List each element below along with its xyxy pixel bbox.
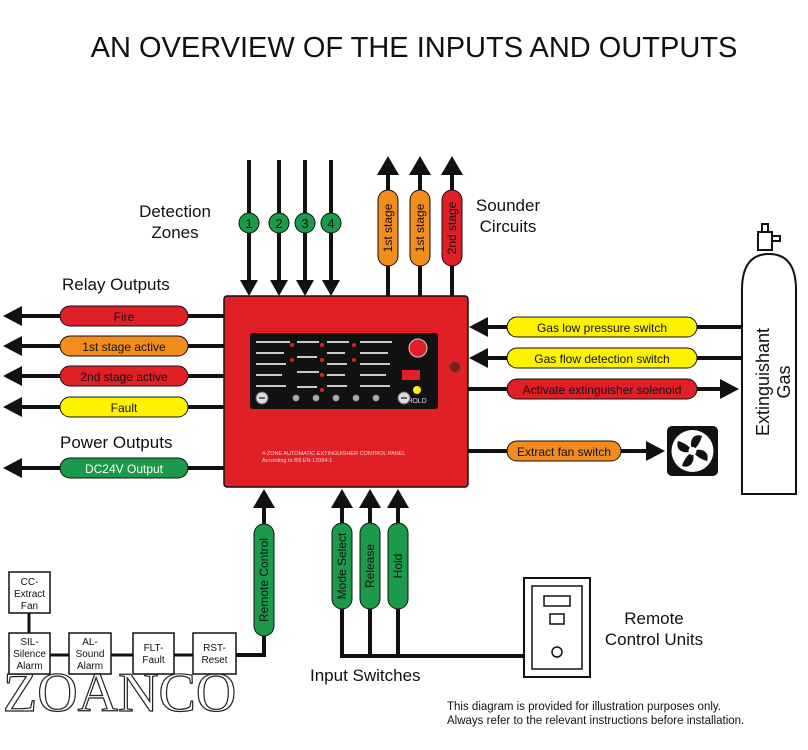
zone-1-label: 1	[245, 216, 252, 231]
panel-key-switch-right	[397, 391, 411, 405]
release-label: Release	[363, 544, 377, 588]
solenoid-pill: Activate extinguisher solenoid	[506, 378, 698, 400]
detection-zones-label: Detection	[139, 202, 211, 221]
sounder-3-pill: 2nd stage	[441, 189, 463, 267]
panel-caption: 4-ZONE AUTOMATIC EXTINGUISHER CONTROL PA…	[262, 451, 405, 457]
module-sound-alarm-line2: Sound	[76, 649, 105, 660]
relay-output-pills: Fire 1st stage active 2nd stage active F…	[59, 305, 189, 418]
hold-indicator	[413, 386, 421, 394]
dc24v-output-pill: DC24V Output	[59, 457, 189, 479]
mode-select-pill: Mode Select	[331, 522, 353, 610]
sounder-1-pill: 1st stage	[377, 189, 399, 267]
module-sound-alarm-line1: AL-	[82, 637, 98, 648]
fan-icon	[667, 426, 718, 476]
remote-control-units-label: Remote	[624, 609, 684, 628]
detection-zones-label-2: Zones	[151, 223, 198, 242]
relay-fault-label: Fault	[111, 401, 138, 415]
zone-3-badge: 3	[294, 212, 316, 234]
hold-pill: Hold	[387, 522, 409, 610]
module-silence-alarm-line3: Alarm	[16, 661, 42, 672]
release-pill: Release	[359, 522, 381, 610]
relay-1st-stage-pill: 1st stage active	[59, 335, 189, 357]
sounder-2-pill: 1st stage	[409, 189, 431, 267]
sounder-pills: 1st stage 1st stage 2nd stage	[377, 189, 463, 267]
right-input-pills: Gas low pressure switch Gas flow detecti…	[506, 316, 698, 369]
hold-switch-label: Hold	[391, 554, 405, 579]
sounder-2-label: 1st stage	[413, 203, 427, 252]
zone-4-label: 4	[327, 216, 334, 231]
zone-1-badge: 1	[238, 212, 260, 234]
module-extract-fan-line1: CC-	[21, 577, 39, 588]
module-reset-line2: Reset	[201, 655, 227, 666]
disclaimer-line-1: This diagram is provided for illustratio…	[447, 701, 721, 713]
extract-fan-label: Extract fan switch	[517, 445, 611, 459]
mode-select-label: Mode Select	[335, 532, 349, 599]
control-panel: HOLD 4-ZONE AUTOMATIC EXTINGUISHER CONTR…	[223, 295, 469, 488]
panel-display-window	[250, 333, 438, 409]
gas-cylinder-icon: Extinguishant Gas	[741, 223, 797, 495]
panel-lock-icon	[449, 361, 461, 373]
zone-3-label: 3	[301, 216, 308, 231]
relay-1st-stage-label: 1st stage active	[82, 340, 166, 354]
zone-4-badge: 4	[320, 212, 342, 234]
remote-control-pill: Remote Control	[253, 523, 275, 637]
module-extract-fan-line2: Extract	[14, 589, 45, 600]
module-silence-alarm-line1: SIL-	[20, 637, 38, 648]
zoanco-watermark: ZOANCO	[3, 662, 236, 724]
zone-badges: 1 2 3 4	[238, 212, 342, 234]
gas-flow-detection-label: Gas flow detection switch	[534, 352, 669, 366]
module-reset-line1: RST-	[203, 643, 226, 654]
module-fault: FLT- Fault	[132, 632, 175, 675]
gas-flow-detection-pill: Gas flow detection switch	[506, 347, 698, 369]
relay-fire-label: Fire	[114, 310, 135, 324]
disclaimer-line-2: Always refer to the relevant instruction…	[447, 715, 744, 727]
input-switch-pills: Mode Select Release Hold	[331, 522, 409, 610]
input-switches-label: Input Switches	[310, 666, 421, 685]
panel-push-buttons	[292, 394, 380, 402]
module-fault-line1: FLT-	[144, 643, 164, 654]
zone-2-badge: 2	[268, 212, 290, 234]
module-sound-alarm-line3: Alarm	[77, 661, 103, 672]
remote-control-label: Remote Control	[257, 538, 271, 622]
panel-display-text-blocks	[256, 341, 392, 388]
gas-low-pressure-pill: Gas low pressure switch	[506, 316, 698, 338]
sounder-circuits-label: Sounder	[476, 196, 541, 215]
solenoid-label: Activate extinguisher solenoid	[523, 383, 682, 397]
remote-module-links	[27, 613, 193, 657]
hold-label: HOLD	[407, 398, 426, 405]
module-reset: RST- Reset	[192, 632, 237, 675]
panel-caption-2: According to BS EN 12094-1	[262, 458, 332, 464]
panel-key-switch	[255, 391, 269, 405]
panel-status-leds	[290, 343, 356, 392]
module-silence-alarm: SIL- Silence Alarm	[8, 632, 51, 675]
gas-low-pressure-label: Gas low pressure switch	[537, 321, 667, 335]
module-fault-line2: Fault	[142, 655, 164, 666]
sounder-1-label: 1st stage	[381, 203, 395, 252]
relay-fire-pill: Fire	[59, 305, 189, 327]
module-silence-alarm-line2: Silence	[13, 649, 46, 660]
power-outputs-heading: Power Outputs	[60, 433, 172, 452]
module-extract-fan: CC- Extract Fan	[8, 571, 51, 614]
relay-fault-pill: Fault	[59, 396, 189, 418]
extract-fan-pill: Extract fan switch	[506, 440, 622, 462]
zone-2-label: 2	[275, 216, 282, 231]
remote-modules: CC- Extract Fan SIL- Silence Alarm AL- S…	[8, 571, 237, 675]
panel-digit-display	[402, 370, 420, 380]
sounder-3-label: 2nd stage	[445, 201, 459, 254]
remote-control-unit-icon	[523, 577, 591, 678]
panel-red-indicator	[408, 338, 428, 358]
module-extract-fan-line3: Fan	[21, 601, 38, 612]
diagram-title: AN OVERVIEW OF THE INPUTS AND OUTPUTS	[91, 32, 738, 64]
extinguishant-gas-label-2: Gas	[774, 365, 794, 398]
remote-control-units-label-2: Control Units	[605, 630, 703, 649]
module-sound-alarm: AL- Sound Alarm	[68, 632, 112, 675]
dc24v-output-label: DC24V Output	[85, 462, 164, 476]
extinguishant-gas-label: Extinguishant	[753, 328, 773, 436]
relay-outputs-heading: Relay Outputs	[62, 275, 170, 294]
relay-2nd-stage-pill: 2nd stage active	[59, 365, 189, 387]
sounder-circuits-label-2: Circuits	[480, 217, 537, 236]
relay-2nd-stage-label: 2nd stage active	[80, 370, 168, 384]
